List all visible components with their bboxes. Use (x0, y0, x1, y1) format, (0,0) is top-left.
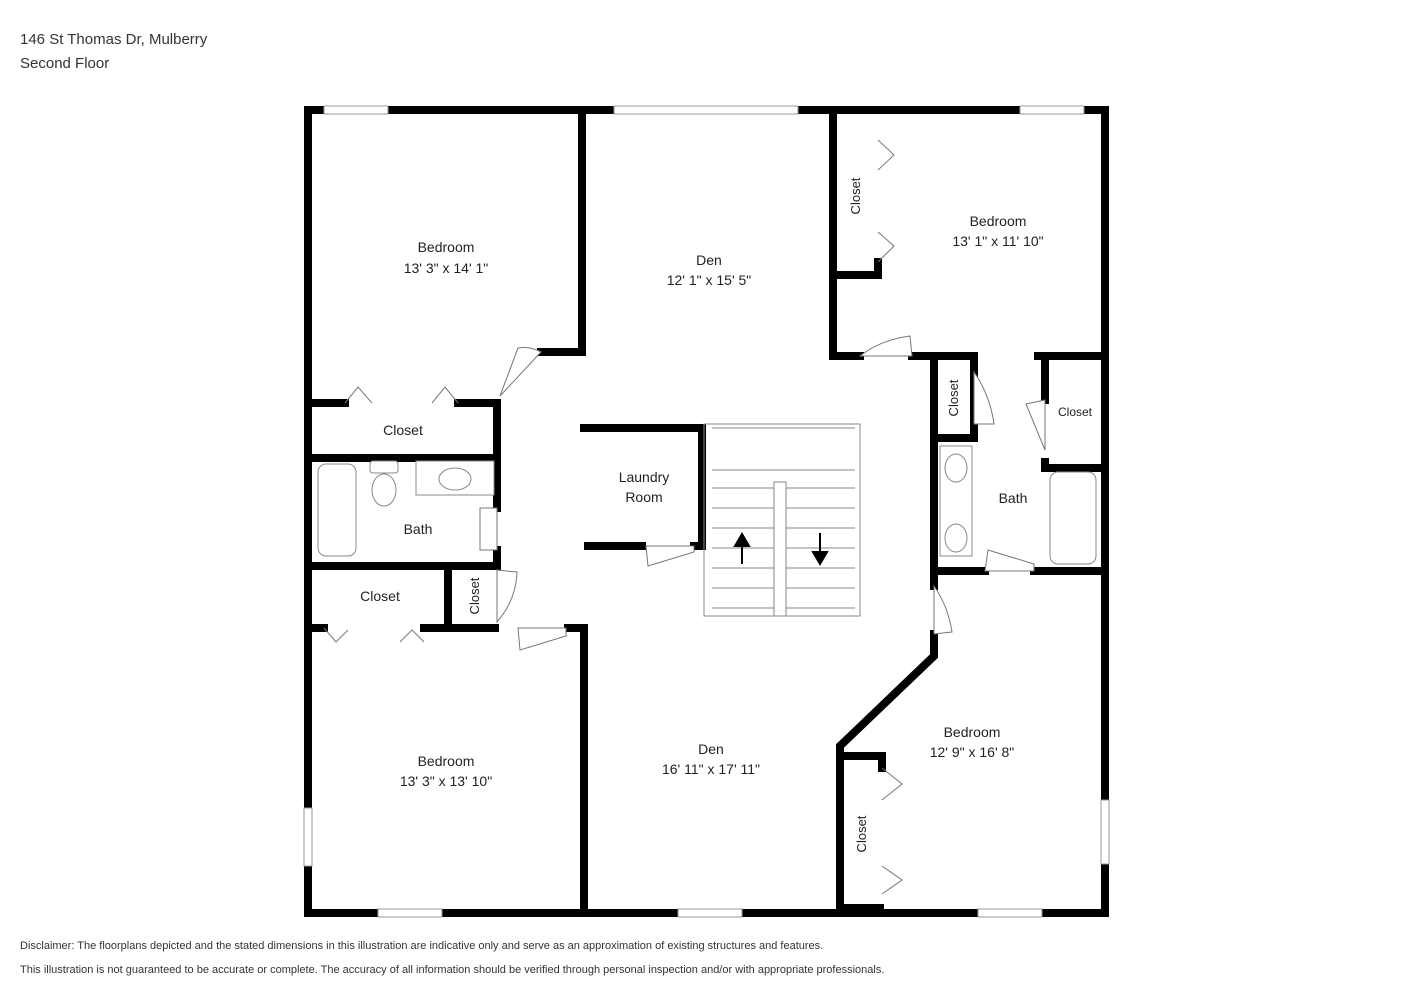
address-title: 146 St Thomas Dr, Mulberry (20, 31, 208, 48)
stairs-arrows (733, 532, 829, 566)
den-n-name: Den (696, 252, 722, 268)
laundry-label-1: Laundry (619, 469, 670, 485)
bath-e-label: Bath (999, 490, 1028, 506)
bedroom-nw-dims: 13' 3" x 14' 1" (404, 260, 489, 276)
den-s-dims: 16' 11" x 17' 11" (662, 761, 760, 777)
disclaimer-line-1: Disclaimer: The floorplans depicted and … (20, 940, 824, 952)
bathtub-east (1049, 471, 1097, 565)
closet-w-label: Closet (360, 588, 400, 604)
laundry-label-2: Room (625, 489, 662, 505)
down-arrow-icon (811, 551, 829, 566)
staircase (703, 423, 861, 617)
closet-e-label: Closet (1058, 405, 1093, 419)
bathtub-west (317, 463, 357, 557)
closet-e-small-label: Closet (946, 379, 961, 416)
bedroom-sw-name: Bedroom (418, 753, 475, 769)
bedroom-ne-name: Bedroom (970, 213, 1027, 229)
den-s-name: Den (698, 741, 724, 757)
doors (323, 139, 1046, 895)
walls (304, 106, 1109, 917)
closet-ne-label: Closet (848, 177, 863, 214)
toilet (371, 473, 397, 507)
closet-w-small-label: Closet (467, 577, 482, 614)
bath-w-label: Bath (404, 521, 433, 537)
fixtures (317, 445, 1097, 565)
floor-title: Second Floor (20, 55, 110, 72)
bedroom-ne-dims: 13' 1" x 11' 10" (952, 233, 1043, 249)
closet-nw-label: Closet (383, 422, 423, 438)
up-arrow-icon (733, 532, 751, 547)
bedroom-se-name: Bedroom (944, 724, 1001, 740)
disclaimer-line-2: This illustration is not guaranteed to b… (20, 964, 885, 976)
den-n-dims: 12' 1" x 15' 5" (667, 272, 752, 288)
closet-se-label: Closet (854, 815, 869, 852)
windows (303, 105, 1110, 918)
bedroom-sw-dims: 13' 3" x 13' 10" (400, 773, 492, 789)
bedroom-nw-name: Bedroom (418, 239, 475, 255)
bedroom-se-dims: 12' 9" x 16' 8" (930, 744, 1015, 760)
